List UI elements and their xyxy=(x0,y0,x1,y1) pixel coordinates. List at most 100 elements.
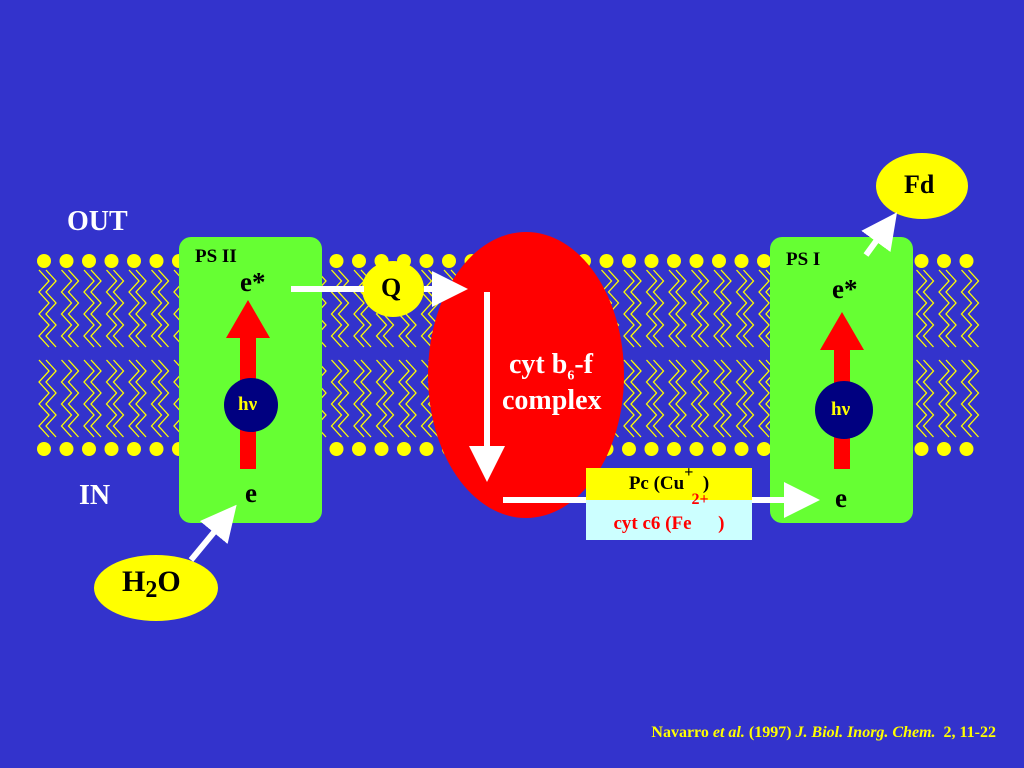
lipid-head xyxy=(645,442,659,456)
lipid-head xyxy=(937,442,951,456)
complex-cyt-b: cyt b xyxy=(509,349,567,380)
lipid-head xyxy=(690,442,704,456)
lipid-tail xyxy=(339,270,349,347)
lipid-head xyxy=(352,254,366,268)
lipid-head xyxy=(105,254,119,268)
pc-charge: + xyxy=(684,464,693,481)
complex-f: -f xyxy=(574,349,593,380)
lipid-head xyxy=(397,442,411,456)
lipid-tail xyxy=(699,360,709,437)
lipid-head xyxy=(757,254,771,268)
lipid-head xyxy=(735,442,749,456)
c6-charge: 2+ xyxy=(692,491,709,508)
lipid-tail xyxy=(136,360,146,437)
lipid-tail xyxy=(624,360,634,437)
lipid-tail xyxy=(62,360,72,437)
lipid-tail xyxy=(669,270,679,347)
lipid-head xyxy=(330,254,344,268)
lipid-tail xyxy=(332,360,342,437)
lipid-tail xyxy=(917,270,927,347)
ps1-label: PS I xyxy=(786,249,820,271)
lipid-tail xyxy=(759,360,769,437)
lipid-tail xyxy=(714,360,724,437)
complex-label-line1: cyt b6-f xyxy=(509,349,593,385)
lipid-tail xyxy=(84,270,94,347)
citation-year: (1997) xyxy=(749,724,792,741)
citation-etal: et al. xyxy=(713,724,745,741)
lipid-tail xyxy=(377,360,387,437)
lipid-tail xyxy=(39,360,49,437)
lipid-head xyxy=(600,254,614,268)
lipid-tail xyxy=(46,270,56,347)
lipid-tail xyxy=(84,360,94,437)
lipid-tail xyxy=(107,270,117,347)
ps1-excited-electron: e* xyxy=(832,274,857,305)
lipid-head xyxy=(37,254,51,268)
lipid-tail xyxy=(969,360,979,437)
lipid-tail xyxy=(422,270,432,347)
lipid-tail xyxy=(924,360,934,437)
ps2-photon-label: hν xyxy=(238,394,257,416)
lipid-head xyxy=(127,442,141,456)
lipid-head xyxy=(105,442,119,456)
lipid-tail xyxy=(699,270,709,347)
lipid-head xyxy=(60,254,74,268)
lipid-tail xyxy=(114,360,124,437)
lipid-head xyxy=(127,254,141,268)
lipid-tail xyxy=(737,270,747,347)
lipid-tail xyxy=(152,360,162,437)
ps2-excited-electron: e* xyxy=(240,267,265,298)
lipid-head xyxy=(667,442,681,456)
lipid-tail xyxy=(759,270,769,347)
c6-text: cyt c6 (Fe xyxy=(613,513,691,534)
lipid-head xyxy=(712,442,726,456)
lipid-head xyxy=(420,254,434,268)
lipid-tail xyxy=(46,360,56,437)
lipid-tail xyxy=(939,360,949,437)
lipid-tail xyxy=(946,360,956,437)
lipid-tail xyxy=(647,360,657,437)
lipid-head xyxy=(150,254,164,268)
lipid-tail xyxy=(676,360,686,437)
lipid-tail xyxy=(406,360,416,437)
lipid-head xyxy=(150,442,164,456)
lipid-tail xyxy=(939,270,949,347)
h2o-label: H2O xyxy=(122,565,181,604)
lipid-tail xyxy=(692,270,702,347)
lipid-tail xyxy=(136,270,146,347)
lipid-tail xyxy=(107,360,117,437)
lipid-tail xyxy=(39,270,49,347)
lipid-tail xyxy=(924,270,934,347)
pc-text: Pc (Cu xyxy=(629,473,684,494)
lipid-tail xyxy=(647,270,657,347)
lipid-tail xyxy=(654,360,664,437)
lipid-head xyxy=(937,254,951,268)
ps1-photon-label: hν xyxy=(831,399,850,421)
lipid-head xyxy=(667,254,681,268)
out-label: OUT xyxy=(67,206,128,238)
lipid-tail xyxy=(969,270,979,347)
citation-ref: 2, 11-22 xyxy=(944,724,996,741)
ps2-ground-electron: e xyxy=(245,478,257,509)
lipid-tail xyxy=(962,360,972,437)
lipid-tail xyxy=(714,270,724,347)
lipid-tail xyxy=(737,360,747,437)
lipid-head xyxy=(915,442,929,456)
citation-author: Navarro xyxy=(651,724,708,741)
lipid-head xyxy=(622,442,636,456)
lipid-head xyxy=(712,254,726,268)
plastocyanin-box: Pc (Cu+ ) xyxy=(586,468,752,500)
lipid-tail xyxy=(654,270,664,347)
lipid-tail xyxy=(69,270,79,347)
lipid-tail xyxy=(962,270,972,347)
h2o-subscript: 2 xyxy=(145,577,157,603)
lipid-tail xyxy=(91,360,101,437)
lipid-head xyxy=(960,442,974,456)
lipid-tail xyxy=(332,270,342,347)
ps1-ground-electron: e xyxy=(835,483,847,514)
lipid-tail xyxy=(721,360,731,437)
citation-journal: J. Biol. Inorg. Chem. xyxy=(796,724,936,741)
lipid-head xyxy=(442,254,456,268)
lipid-tail xyxy=(692,360,702,437)
lipid-tail xyxy=(399,360,409,437)
